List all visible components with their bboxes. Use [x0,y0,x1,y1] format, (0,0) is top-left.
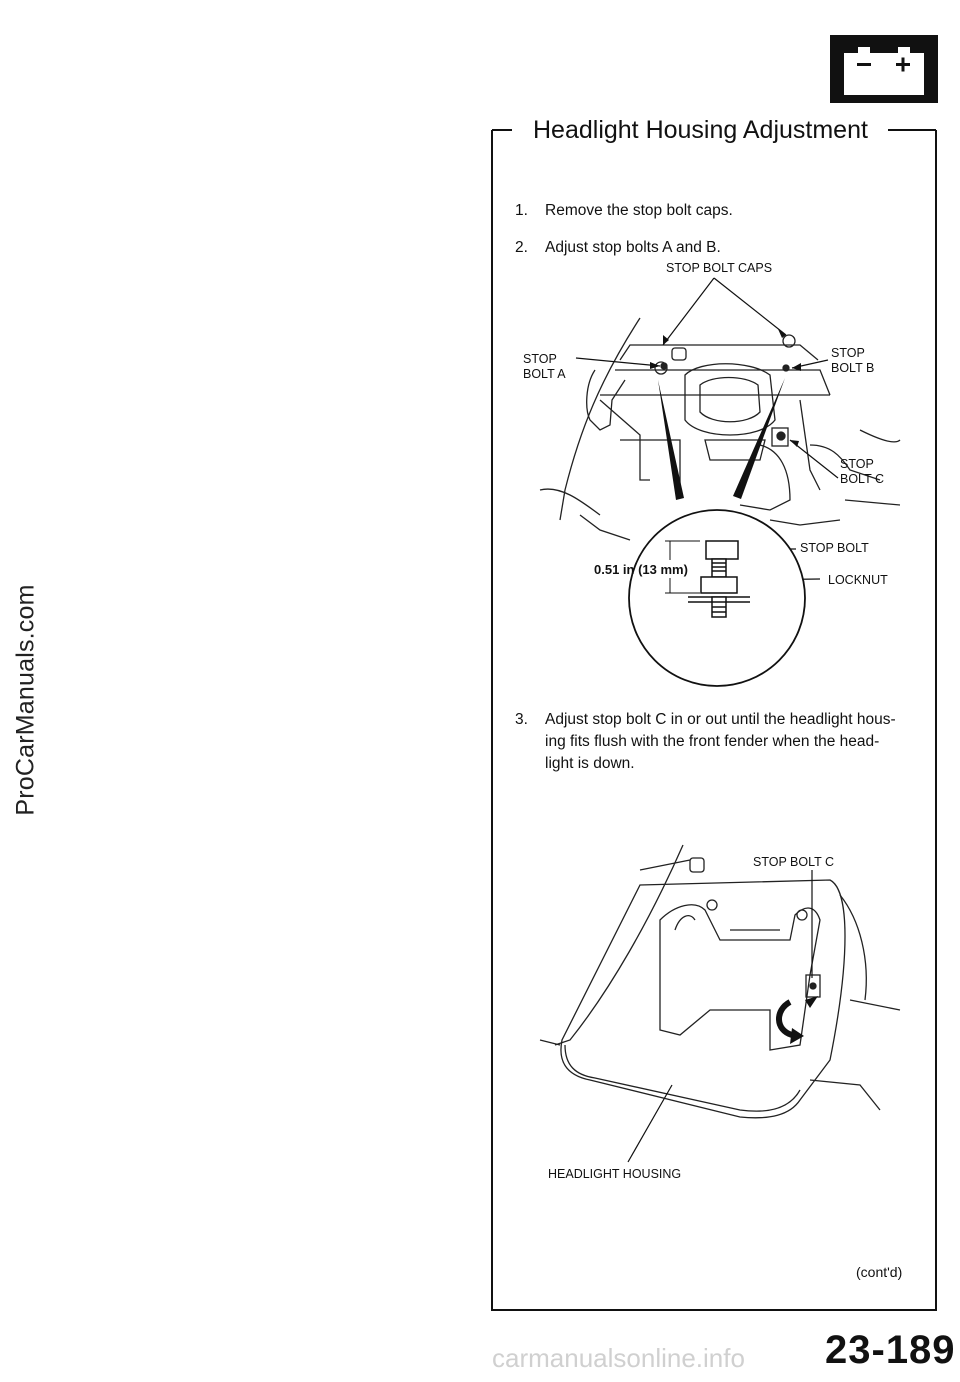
label-stop-bolt-c-line1: STOP [840,457,874,471]
section-frame [491,129,937,1311]
step-text-line3: light is down. [545,755,635,772]
footer-watermark: carmanualsonline.info [492,1343,745,1373]
label-stop-bolt-a-line1: STOP [523,352,557,366]
step-number: 3. [515,711,528,728]
label-stop-bolt-caps: STOP BOLT CAPS [666,261,773,275]
battery-icon [830,35,938,103]
label-stop-bolt-a-line2: BOLT A [523,367,566,381]
page-number: 23-189 [825,1328,956,1372]
label-headlight-housing: HEADLIGHT HOUSING [548,1167,682,1181]
step-text: Remove the stop bolt caps. [545,202,733,219]
continued-note: (cont'd) [856,1264,903,1280]
step-number: 2. [515,239,528,256]
step-text-line2: ing fits flush with the front fender whe… [545,733,880,750]
step-3: 3. Adjust stop bolt C in or out until th… [515,710,925,776]
label-stop-bolt-c-line2: BOLT C [840,472,884,486]
label-stop-bolt-b-line1: STOP [831,346,865,360]
step-number: 1. [515,202,528,219]
label-locknut: LOCKNUT [828,573,888,587]
label-stop-bolt: STOP BOLT [800,541,869,555]
label-dimension: 0.51 in (13 mm) [594,562,688,577]
label-stop-bolt-b-line2: BOLT B [831,361,875,375]
label-stop-bolt-c: STOP BOLT C [753,855,835,869]
step-text-line1: Adjust stop bolt C in or out until the h… [545,711,896,728]
section-title: Headlight Housing Adjustment [525,116,876,145]
step-text: Adjust stop bolts A and B. [545,239,721,256]
